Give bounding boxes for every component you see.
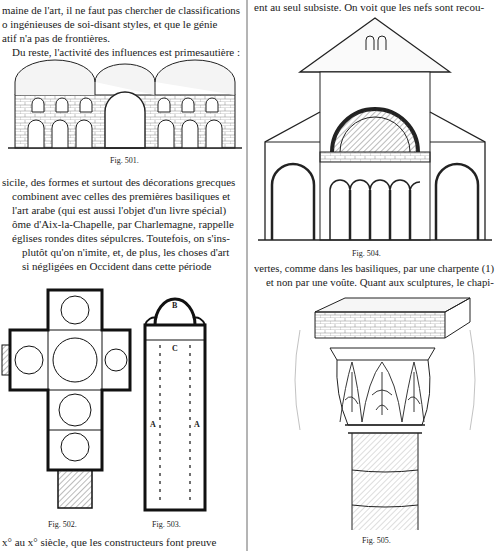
body-line: maine de l'art, il ne faut pas chercher … xyxy=(2,4,240,16)
body-line: plutôt qu'on n'imite, et, de plus, les c… xyxy=(22,246,229,258)
body-line: x° au x° siècle, que les constructeurs f… xyxy=(2,536,216,548)
figure-caption: Fig. 503. xyxy=(152,520,181,529)
figure-caption: Fig. 501. xyxy=(110,156,139,165)
body-line: églises rondes dites sépulcres. Toutefoi… xyxy=(12,232,230,244)
capital-fig-505 xyxy=(295,298,475,530)
plan-letter: C xyxy=(171,344,179,353)
plan-letter: A xyxy=(149,420,157,429)
plan-fig-503 xyxy=(145,299,205,510)
body-line: si négligées en Occident dans cette péri… xyxy=(22,260,211,272)
body-line: et non par une voûte. Quant aux sculptur… xyxy=(266,276,494,288)
section-fig-504 xyxy=(258,18,492,240)
body-line: sicile, des formes et surtout des décora… xyxy=(2,176,235,188)
body-line: l'art arabe (qui est aussi l'objet d'un … xyxy=(12,204,226,216)
body-line: ent au seul subsiste. On voit que les ne… xyxy=(254,1,484,13)
body-line: atif n'a pas de frontières. xyxy=(2,32,110,44)
plan-letter: B xyxy=(171,301,178,310)
figure-caption: Fig. 504. xyxy=(352,249,381,258)
figure-caption: Fig. 505. xyxy=(362,536,391,545)
body-line: o ingénieuses de soi-disant styles, et q… xyxy=(2,18,217,30)
body-line: ôme d'Aix-la-Chapelle, par Charlemagne, … xyxy=(12,218,234,230)
figure-caption: Fig. 502. xyxy=(48,520,77,529)
column-rule xyxy=(247,0,248,551)
plan-letter: A xyxy=(193,420,201,429)
body-line: vertes, comme dans les basiliques, par u… xyxy=(254,262,494,274)
elevation-fig-501 xyxy=(8,60,242,148)
body-line: Du reste, l'activité des influences est … xyxy=(12,46,240,58)
body-line: combinent avec celles des premières basi… xyxy=(12,190,230,202)
plan-fig-502 xyxy=(2,290,130,508)
